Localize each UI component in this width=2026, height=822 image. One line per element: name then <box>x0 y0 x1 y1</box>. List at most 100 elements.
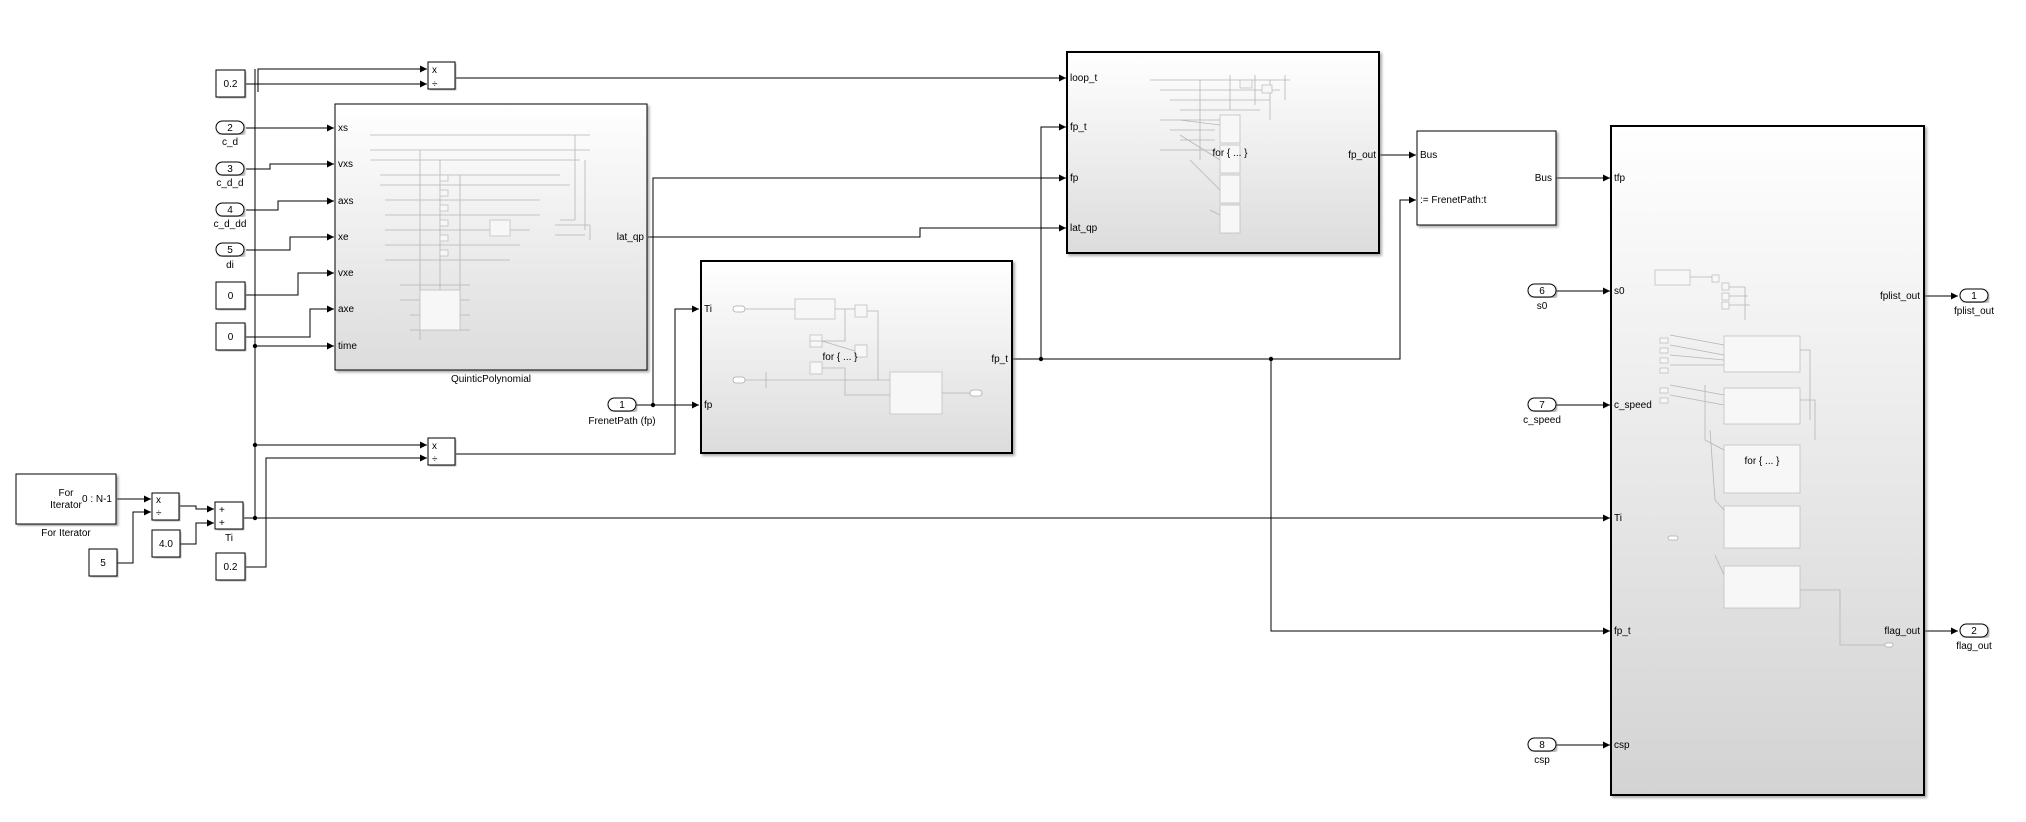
inport-c_speed-label: c_speed <box>1523 415 1561 426</box>
right-port-ti: Ti <box>1614 513 1622 524</box>
quintic-port-xs: xs <box>338 123 348 134</box>
bus-port-out: Bus <box>1535 173 1552 184</box>
inport-c_d[interactable]: 2 c_d <box>215 120 245 148</box>
top-port-fp_out: fp_out <box>1348 150 1376 161</box>
constant-bottom[interactable]: 0.2 <box>215 552 246 581</box>
inport-s0-number: 6 <box>1539 286 1545 297</box>
constant-vxe[interactable]: 0 <box>215 281 246 310</box>
top-port-fp: fp <box>1070 173 1079 184</box>
middle-port-fp: fp <box>704 400 713 411</box>
right-thumbnail <box>1654 269 1894 648</box>
outport-fplist_out-number: 1 <box>1971 291 1977 302</box>
outport-fplist_out[interactable]: 1 fplist_out <box>1954 288 1994 317</box>
sum-ti-label: Ti <box>225 533 233 544</box>
inport-c_d_d-number: 3 <box>227 164 233 175</box>
inport-frenetpath-number: 1 <box>619 400 625 411</box>
product-bottom-div: ÷ <box>432 454 438 465</box>
constant-four[interactable]: 4.0 <box>151 529 181 558</box>
constant-axe-value: 0 <box>228 332 234 343</box>
inport-c_d_dd[interactable]: 4 c_d_dd <box>214 202 247 230</box>
outport-flag_out-label: flag_out <box>1956 641 1992 652</box>
product-bottom[interactable]: x ÷ <box>427 437 456 466</box>
product-iter[interactable]: x ÷ <box>151 492 180 521</box>
quintic-port-xe: xe <box>338 232 349 243</box>
top-port-lat_qp: lat_qp <box>1070 223 1098 234</box>
inport-csp-number: 8 <box>1539 740 1545 751</box>
product-top-times: x <box>432 65 437 76</box>
for-iterator-range: 0 : N-1 <box>82 494 112 505</box>
inport-c_d_dd-label: c_d_dd <box>214 219 247 230</box>
quintic-port-time: time <box>338 341 357 352</box>
inport-c_d_dd-number: 4 <box>227 205 233 216</box>
inport-c_speed[interactable]: 7 c_speed <box>1523 397 1561 426</box>
right-port-tfp: tfp <box>1614 173 1626 184</box>
product-bottom-times: x <box>432 441 437 452</box>
wires <box>117 65 1958 749</box>
sum-plus-bottom: + <box>219 518 225 529</box>
quintic-port-axe: axe <box>338 304 355 315</box>
constant-five-value: 5 <box>100 558 106 569</box>
for-iterator-name: For Iterator <box>41 528 91 539</box>
bus-port-in: Bus <box>1420 150 1437 161</box>
top-port-fp_t: fp_t <box>1070 122 1087 133</box>
top-thumbnail <box>1150 75 1290 234</box>
constant-axe[interactable]: 0 <box>215 322 246 351</box>
inport-frenetpath[interactable]: 1 FrenetPath (fp) <box>588 397 656 427</box>
quintic-port-lat_qp: lat_qp <box>617 232 645 243</box>
product-iter-times: x <box>156 495 161 506</box>
inport-di-number: 5 <box>227 245 233 256</box>
for-iterator-line1: For <box>59 488 75 499</box>
bus-assignment-block[interactable]: Bus := FrenetPath:t Bus <box>1416 130 1557 226</box>
inport-s0-label: s0 <box>1537 301 1548 312</box>
quintic-polynomial-subsystem[interactable]: xs vxs axs xe vxe axe time lat_qp Quinti… <box>334 103 648 385</box>
inport-c_d-label: c_d <box>222 137 238 148</box>
quintic-port-vxe: vxe <box>338 268 354 279</box>
middle-port-fp_t: fp_t <box>991 354 1008 365</box>
constant-top-value: 0.2 <box>224 79 238 90</box>
for-iterator-block[interactable]: For Iterator 0 : N-1 For Iterator <box>15 473 117 539</box>
middle-port-ti: Ti <box>704 304 712 315</box>
constant-top[interactable]: 0.2 <box>215 69 246 98</box>
bus-port-assign: := FrenetPath:t <box>1420 195 1487 206</box>
right-inner-label: for { ... } <box>1744 456 1780 467</box>
right-port-s0: s0 <box>1614 286 1625 297</box>
quintic-port-axs: axs <box>338 196 354 207</box>
inport-c_speed-number: 7 <box>1539 400 1545 411</box>
top-port-loop_t: loop_t <box>1070 73 1097 84</box>
middle-inner-label: for { ... } <box>822 352 858 363</box>
inport-csp-label: csp <box>1534 755 1550 766</box>
constant-four-value: 4.0 <box>159 539 173 550</box>
inport-c_d_d-label: c_d_d <box>216 178 243 189</box>
sum-plus-top: + <box>219 505 225 516</box>
junction-dots <box>252 343 1274 521</box>
outport-flag_out[interactable]: 2 flag_out <box>1956 623 1992 652</box>
constant-bottom-value: 0.2 <box>224 562 238 573</box>
right-subsystem[interactable]: for { ... } tfp s0 c_speed Ti fp_t csp f… <box>1610 125 1925 796</box>
middle-subsystem[interactable]: for { ... } Ti fp fp_t <box>700 260 1013 454</box>
right-port-c_speed: c_speed <box>1614 400 1652 411</box>
quintic-block-name: QuinticPolynomial <box>451 374 531 385</box>
product-top[interactable]: x ÷ <box>427 61 456 90</box>
for-iterator-line2: Iterator <box>50 500 82 511</box>
inport-csp[interactable]: 8 csp <box>1527 737 1557 766</box>
constant-five[interactable]: 5 <box>88 548 118 577</box>
product-top-div: ÷ <box>432 79 438 90</box>
quintic-port-vxs: vxs <box>338 159 353 170</box>
inport-c_d_d[interactable]: 3 c_d_d <box>215 161 245 189</box>
inport-frenetpath-label: FrenetPath (fp) <box>588 416 655 427</box>
inport-di-label: di <box>226 260 234 271</box>
middle-thumbnail <box>732 298 983 415</box>
right-port-csp: csp <box>1614 740 1630 751</box>
outport-fplist_out-label: fplist_out <box>1954 306 1994 317</box>
quintic-thumbnail <box>370 134 591 340</box>
top-subsystem[interactable]: for { ... } loop_t fp_t fp lat_qp fp_out <box>1066 51 1380 254</box>
inport-di[interactable]: 5 di <box>215 242 245 271</box>
sum-ti[interactable]: + + Ti <box>214 501 244 544</box>
product-iter-div: ÷ <box>156 508 162 519</box>
inport-s0[interactable]: 6 s0 <box>1527 283 1557 312</box>
outport-flag_out-number: 2 <box>1971 626 1977 637</box>
top-inner-label: for { ... } <box>1212 148 1248 159</box>
right-port-fplist_out: fplist_out <box>1880 291 1920 302</box>
right-port-fp_t: fp_t <box>1614 626 1631 637</box>
